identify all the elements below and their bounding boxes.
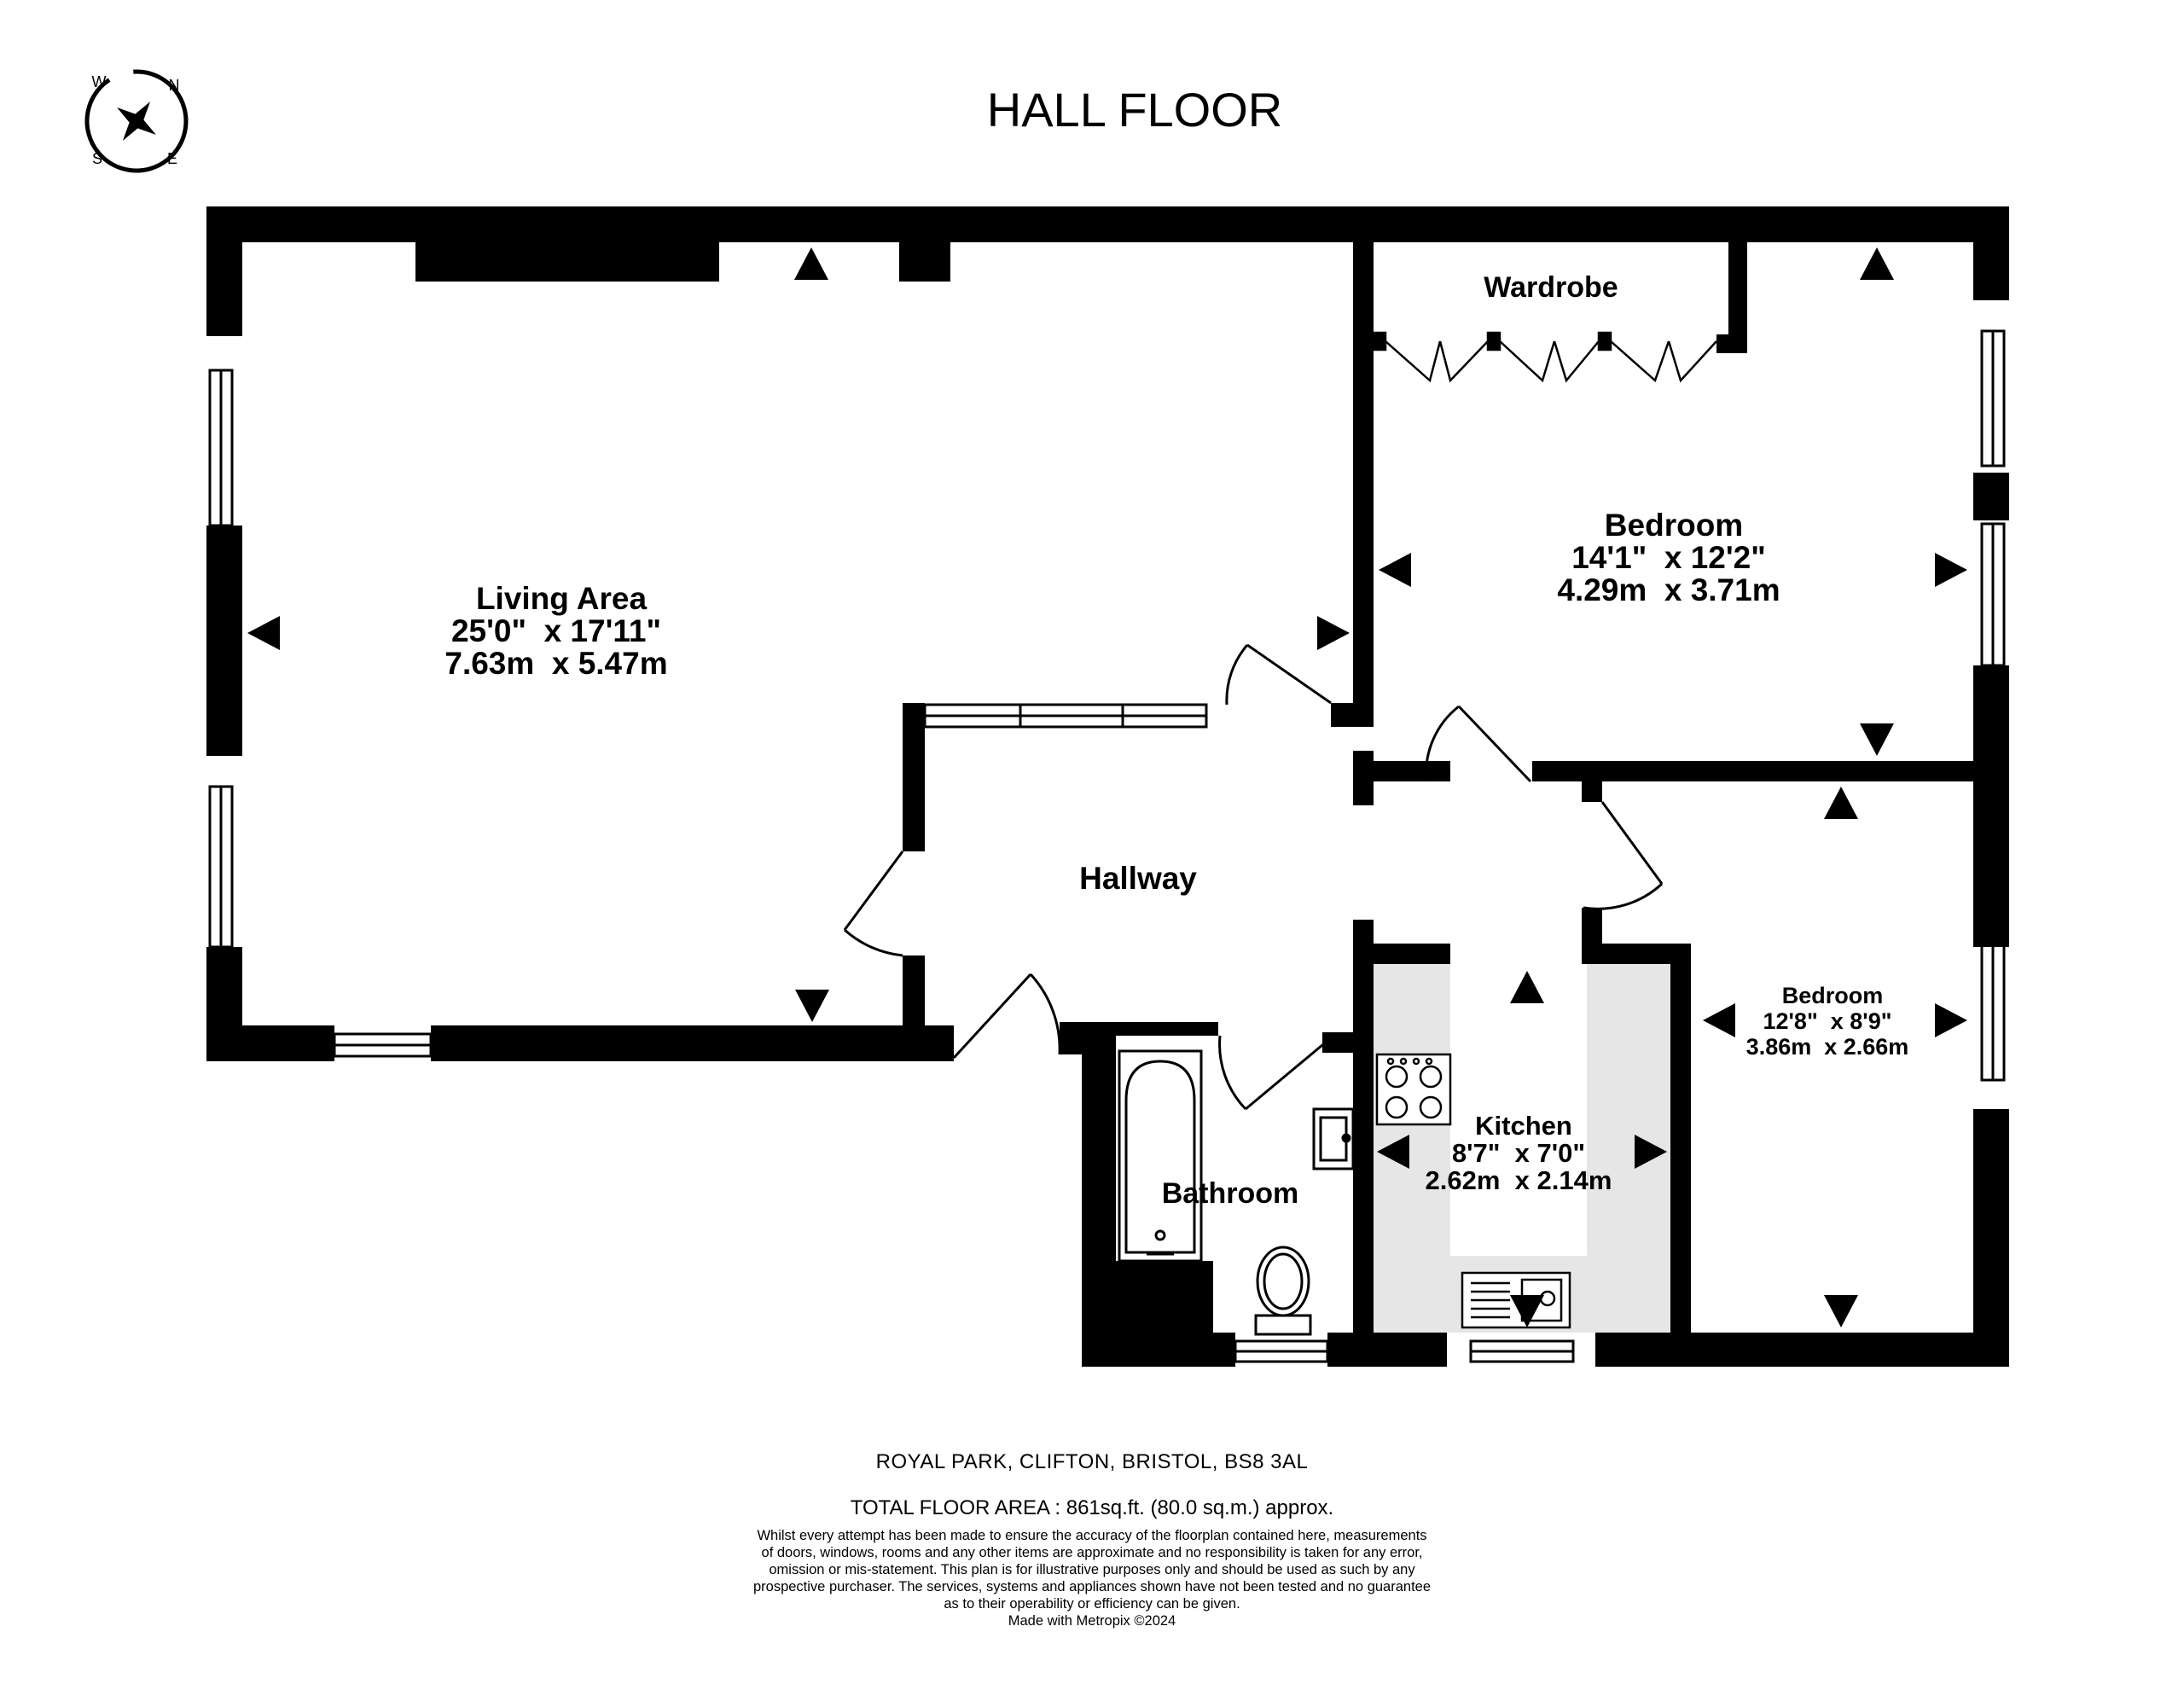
bath-icon [1118, 1049, 1203, 1263]
disclaimer-line: prospective purchaser. The services, sys… [752, 1579, 1432, 1594]
disclaimer-line: omission or mis-statement. This plan is … [769, 1562, 1415, 1577]
toilet-icon [1254, 1246, 1312, 1336]
room-bedroom-2: Bedroom 12'8" x 8'9" 3.86m x 2.66m [1746, 983, 1909, 1060]
living-name: Living Area [476, 581, 648, 616]
compass-s: S [92, 150, 102, 167]
basin-icon [1312, 1107, 1355, 1170]
walls [206, 206, 2009, 1367]
living-imperial: 25'0" x 17'11" [451, 613, 661, 648]
disclaimer-line: as to their operability or efficiency ca… [944, 1596, 1240, 1612]
kitchen-imperial: 8'7" x 7'0" [1452, 1138, 1585, 1168]
kitchen-metric: 2.62m x 2.14m [1426, 1165, 1612, 1195]
compass-n: N [169, 77, 180, 94]
bathroom-name: Bathroom [1162, 1177, 1299, 1210]
bedroom2-name: Bedroom [1782, 983, 1884, 1008]
windows [208, 329, 2006, 1363]
bedroom1-name: Bedroom [1605, 508, 1743, 543]
room-kitchen: Kitchen 8'7" x 7'0" 2.62m x 2.14m [1426, 1111, 1612, 1195]
disclaimer-line: of doors, windows, rooms and any other i… [761, 1545, 1423, 1560]
room-hallway: Hallway [1079, 861, 1197, 896]
metropix-credit: Made with Metropix ©2024 [1008, 1613, 1176, 1629]
wardrobe-name: Wardrobe [1484, 271, 1618, 304]
room-bedroom-1: Bedroom 14'1" x 12'2" 4.29m x 3.71m [1557, 508, 1780, 607]
disclaimer-line: Whilst every attempt has been made to en… [757, 1528, 1427, 1543]
dimension-arrows [247, 247, 1967, 1327]
hob-icon [1375, 1053, 1452, 1126]
wardrobe-doors [1372, 331, 1717, 383]
bedroom2-metric: 3.86m x 2.66m [1746, 1034, 1909, 1060]
disclaimer: Whilst every attempt has been made to en… [665, 1527, 1519, 1629]
living-metric: 7.63m x 5.47m [444, 646, 667, 681]
room-living-area: Living Area 25'0" x 17'11" 7.63m x 5.47m [444, 581, 667, 681]
compass-icon: N E S W [84, 69, 189, 173]
plan-title: HALL FLOOR [987, 83, 1282, 136]
total-floor-area: TOTAL FLOOR AREA : 861sq.ft. (80.0 sq.m.… [850, 1496, 1334, 1519]
property-address: ROYAL PARK, CLIFTON, BRISTOL, BS8 3AL [875, 1450, 1309, 1473]
compass-w: W [92, 73, 107, 90]
hallway-name: Hallway [1079, 861, 1197, 896]
doors [843, 643, 1664, 1111]
bedroom2-imperial: 12'8" x 8'9" [1763, 1008, 1891, 1034]
bedroom1-metric: 4.29m x 3.71m [1557, 572, 1780, 607]
room-wardrobe: Wardrobe [1484, 271, 1618, 304]
room-bathroom: Bathroom [1162, 1177, 1299, 1210]
bedroom1-imperial: 14'1" x 12'2" [1571, 540, 1766, 575]
compass-e: E [167, 150, 177, 167]
kitchen-name: Kitchen [1475, 1111, 1572, 1141]
